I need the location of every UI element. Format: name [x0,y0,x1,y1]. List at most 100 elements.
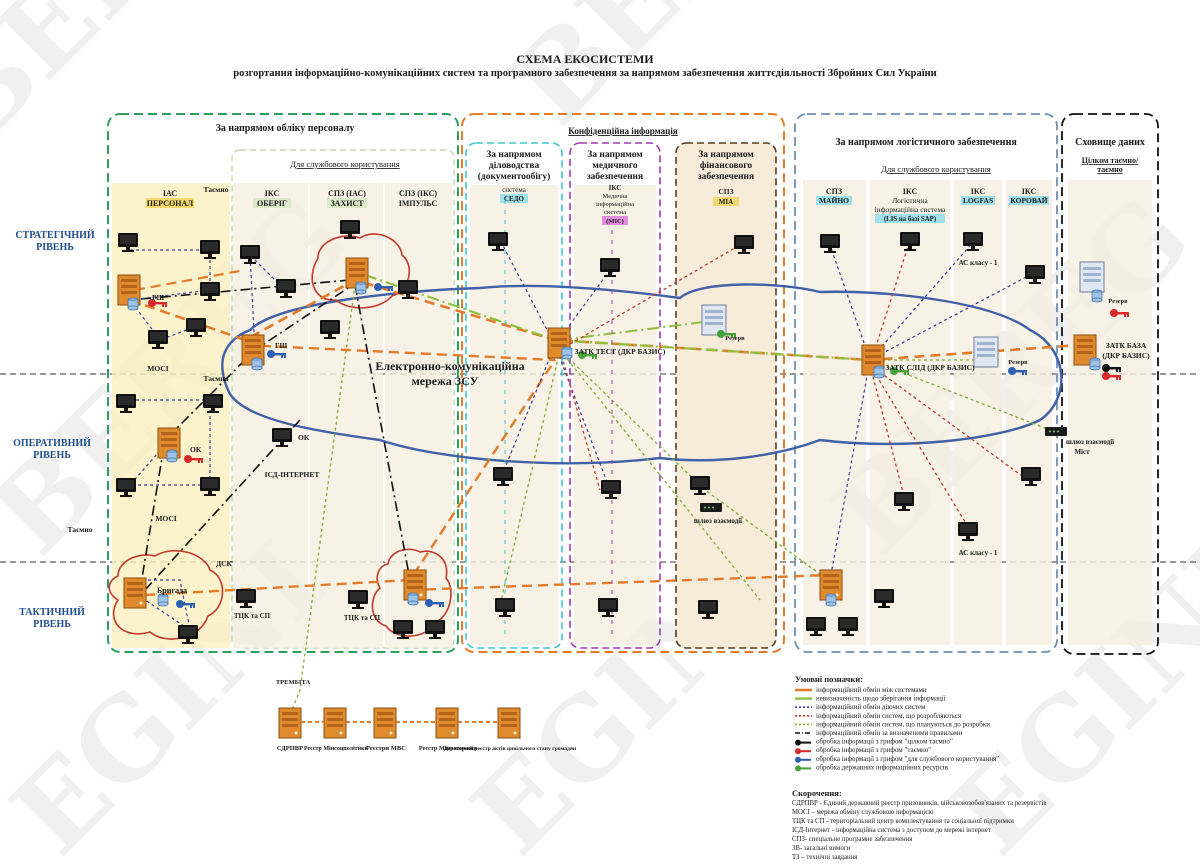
legend-item-label: інформаційний обмін діючих систем [816,703,926,711]
legend: Умовні позначки: інформаційний обмін між… [795,674,999,772]
legend-item-label: інформаційний обмін систем, що плануютьс… [816,720,990,728]
system-label: ІКС [609,184,622,192]
node-label: ГШ [152,294,164,302]
legend-item: невизначеність щодо зберігання інформаці… [795,695,946,703]
node-label: (ДКР БАЗИС) [1102,351,1150,360]
level-labels: СТРАТЕГІЧНИЙ РІВЕНЬ ОПЕРАТИВНИЙ РІВЕНЬ Т… [13,229,95,630]
node-label: Таємно [68,525,93,534]
watermark-text: BERE [0,0,247,168]
level-strategic: СТРАТЕГІЧНИЙ [15,229,95,241]
legend-item-label: інформаційний обмін систем, що розробляю… [816,712,962,720]
column-title: КОРОВАЙ [1010,196,1047,205]
legend-item: інформаційний обмін за визначеними прави… [795,729,962,737]
level-tactical: ТАКТИЧНИЙ [19,606,85,618]
legend-item: інформаційний обмін діючих систем [795,703,926,711]
system-label: (МІС) [606,218,624,225]
planned-exchange-line [499,349,836,606]
registry-server-icon [323,707,347,739]
system-label: Медична [603,193,628,200]
column-title: СПЗ (ІАС) [328,189,366,198]
active-exchange-line [128,249,211,341]
system-label: система [502,186,527,194]
node-label: ОК [298,433,310,442]
node-label: шлюз взаємодії [1066,438,1114,446]
database-icon [157,593,169,607]
database-icon [407,592,419,606]
column-title: фінансового [700,160,753,171]
gateway-icon [700,503,722,512]
system-label: СПЗ [718,187,733,196]
node-label: МОСІ [155,514,176,523]
rules-exchange-line [129,279,351,301]
abbreviations-title: Скорочення: [792,788,842,798]
region-title: За напрямом обліку персоналу [216,123,355,134]
legend-item: інформаційний обмін між системами [795,686,927,694]
registry-server-icon [278,707,302,739]
abbreviations: Скорочення: СДРПВР - Єдиний державний ре… [792,788,1046,861]
registry-server-icon [435,707,459,739]
node-label: Таємно [204,374,229,383]
abbreviation-item: ТЗ – технічні завдання [792,854,857,861]
node-label: ІСД-ІНТЕРНЕТ [265,470,320,479]
column-title: діловодства [489,160,540,171]
legend-item-label: обробка інформації з грифом "цілком таєм… [816,738,953,746]
network-label: Електронно-комунікаційна [375,359,524,373]
active-exchange-line [249,253,286,351]
legend-item-label: інформаційний обмін за визначеними прави… [816,729,962,737]
abbreviation-item: ЗВ- загальні вимоги [792,845,851,852]
column-title: ІАС [163,189,177,198]
registry-label: СДРПВР [277,745,303,752]
node-label: АС класу - 1 [959,549,998,557]
abbreviation-item: СДРПВР - Єдиний державний реєстр призовн… [792,800,1046,807]
column-title: МАЙНО [819,196,849,205]
legend-item: інформаційний обмін систем, що плануютьс… [795,720,990,728]
storage-uncertain-line [559,319,721,341]
network-label: мережа ЗСУ [412,374,479,388]
gateway-icon [1045,427,1067,436]
region-subtitle: таємно [1097,165,1123,174]
column-title: забезпечення [587,171,643,182]
exchange-line [129,278,1081,362]
system-label: система [604,209,626,216]
database-icon [1091,289,1103,303]
level-operational: ОПЕРАТИВНИЙ [13,437,91,449]
column-title: (документообігу) [478,171,551,182]
official-use-label: Для службового користування [290,159,400,169]
level-strategic: РІВЕНЬ [36,242,74,253]
node-label: ТЦК та СП [234,612,271,620]
abbreviation-item: ТЦК та СП - територіальний центр комплек… [792,818,1014,825]
database-icon [873,365,885,379]
node-label: Резерв [1108,298,1128,305]
column-title: ОБЕРІГ [257,199,287,208]
database-icon [561,346,573,360]
column-title: ІКС [265,189,280,198]
column-title: За напрямом [486,150,542,160]
server-grey-icon [1079,261,1105,293]
legend-item: обробка інформації з грифом "таємно" [795,746,931,755]
system-label: МІА [719,198,733,206]
column-title: LOGFAS [963,196,993,205]
node-label: Резерв [725,335,745,342]
column-title: ЗАХИСТ [330,199,364,208]
column-title: ІКС [971,187,986,196]
registry-label: Реєстр Мінветеранів [419,745,478,752]
column-title: ІКС [1022,187,1037,196]
legend-item-label: невизначеність щодо зберігання інформаці… [816,695,946,703]
rules-exchange-line [144,419,301,591]
legend-item: інформаційний обмін систем, що розробляю… [795,712,962,720]
node-label: ОК [190,445,202,454]
column-title: інформаційна система [875,205,947,214]
legend-item-label: обробка державних інформаційних ресурсів [816,763,949,771]
exchange-line [134,268,246,292]
column-title: За напрямом [587,150,643,160]
active-exchange-line [130,579,191,632]
region-confidential: Конфіденційна інформація За напрямом діл… [461,113,785,653]
column-title: СПЗ [826,187,842,196]
level-tactical: РІВЕНЬ [33,619,71,630]
legend-item-label: обробка інформації з грифом "для службов… [816,755,999,763]
system-label: інформаційна [596,201,634,208]
official-use-label: Для службового користування [881,164,991,174]
server-grey-icon [973,336,999,368]
database-icon [1089,357,1101,371]
